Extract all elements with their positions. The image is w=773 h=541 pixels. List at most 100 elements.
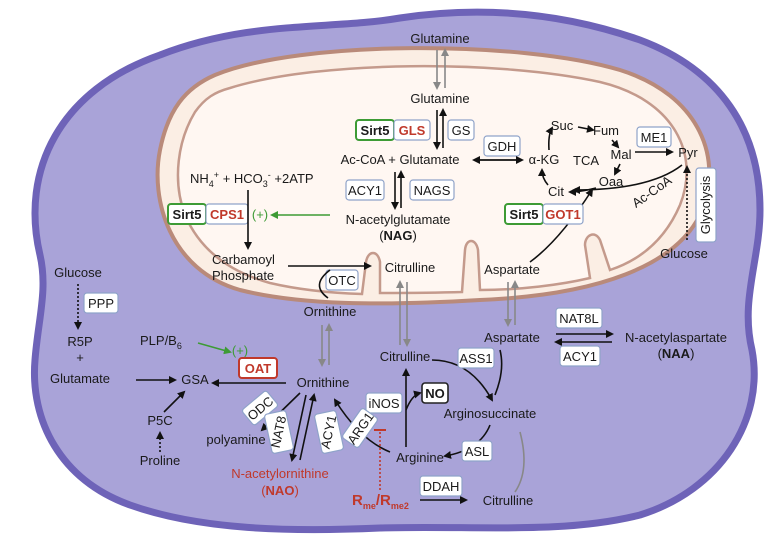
arginine-label: Arginine <box>396 450 444 465</box>
nao-abbr-label: (NAO) <box>261 483 299 498</box>
acy1-orn-label: ACY1 <box>318 414 340 450</box>
oat-label: OAT <box>245 361 272 376</box>
asl-label: ASL <box>465 444 490 459</box>
gs-box <box>447 119 475 141</box>
naa-name-label: N-acetylaspartate <box>625 330 727 345</box>
glutamine-cytosol-label: Glutamine <box>410 31 469 46</box>
gdh-label: GDH <box>488 139 517 154</box>
nao-name-label: N-acetylornithine <box>231 466 329 481</box>
ass1-box <box>457 347 495 369</box>
nat8l-box <box>555 307 603 329</box>
acy1-orn-arrow <box>299 393 317 461</box>
tca-label: TCA <box>573 153 599 168</box>
otc-label: OTC <box>328 273 355 288</box>
acy1-naa-label: ACY1 <box>563 349 597 364</box>
akg-label: α-KG <box>529 152 560 167</box>
ornithine-mito-label: Ornithine <box>304 304 357 319</box>
me1-box <box>636 126 672 148</box>
aspartate-ass1-curve <box>494 349 503 396</box>
tca-cit-akg-arrow <box>538 168 549 186</box>
acy1-orn-box <box>314 410 344 454</box>
citrulline-argsucc-curve <box>514 431 525 493</box>
acy1-naa-box <box>559 345 601 367</box>
ass1-label: ASS1 <box>459 351 492 366</box>
ass1-arrow <box>431 359 493 402</box>
citrulline-mito-label: Citrulline <box>385 260 436 275</box>
nag-name-label: N-acetylglutamate <box>346 212 451 227</box>
oaa-label: Oaa <box>599 174 624 189</box>
nat8-arrow <box>289 394 307 462</box>
rme-label: Rme/Rme2 <box>352 492 409 511</box>
aspartate-cytosol-label: Aspartate <box>484 330 540 345</box>
no-label: NO <box>425 386 445 401</box>
nag-activation-sign: (+) <box>252 207 268 222</box>
nat8-label: NAT8 <box>268 415 289 450</box>
glucose-right-label: Glucose <box>660 246 708 261</box>
me1-label: ME1 <box>641 130 668 145</box>
nh4-hco3-atp-label: NH4+ + HCO3- +2ATP <box>190 170 314 189</box>
inos-label: iNOS <box>368 396 399 411</box>
tca-oaa-cit-arrow <box>568 187 597 196</box>
suc-label: Suc <box>551 118 574 133</box>
asl-box <box>461 440 493 462</box>
ppp-box <box>83 292 119 314</box>
nat8-box <box>264 410 294 454</box>
acy1-mito-box <box>345 179 385 201</box>
no-arrow <box>405 390 422 411</box>
plus-label: + <box>76 350 84 365</box>
otc-box <box>325 269 359 291</box>
ppp-label: PPP <box>88 296 114 311</box>
oat-box <box>238 357 278 379</box>
gsa-label: GSA <box>181 372 209 387</box>
aspartate-mito-label: Aspartate <box>484 262 540 277</box>
ddah-label: DDAH <box>423 479 460 494</box>
got1-label: GOT1 <box>545 207 580 222</box>
acy1-mito-label: ACY1 <box>348 183 382 198</box>
citrulline-low-label: Citrulline <box>483 493 534 508</box>
nat8l-label: NAT8L <box>559 311 599 326</box>
glutamate-label: Glutamate <box>50 371 110 386</box>
gdh-box <box>483 135 521 157</box>
arg1-box <box>342 408 378 448</box>
no-box <box>421 382 449 404</box>
glutamine-mito-label: Glutamine <box>410 91 469 106</box>
tca-fum-mal-arrow <box>611 139 620 149</box>
ddah-box <box>419 475 463 497</box>
plp-activation-arrow <box>197 342 232 355</box>
nags-box <box>409 179 455 201</box>
proline-label: Proline <box>140 453 180 468</box>
p5c-gsa-arrow <box>163 390 186 413</box>
plp-label: PLP/B6 <box>140 333 182 351</box>
tca-mal-oaa-arrow <box>614 163 622 176</box>
tca-suc-fum-arrow <box>577 124 595 133</box>
r5p-label: R5P <box>67 334 92 349</box>
gls-box <box>393 119 431 141</box>
gls-label: GLS <box>399 123 426 138</box>
aspartate-oaa-arrow <box>529 188 594 263</box>
otc-ornithine-curve <box>318 269 331 299</box>
fum-label: Fum <box>593 123 619 138</box>
sirt5-got1-label: Sirt5 <box>510 207 539 222</box>
cit-label: Cit <box>548 184 564 199</box>
naa-abbr-label: (NAA) <box>658 346 695 361</box>
gs-label: GS <box>452 123 471 138</box>
got1-box <box>542 203 584 225</box>
sirt5-gls-label: Sirt5 <box>361 123 390 138</box>
nag-abbr-label: (NAG) <box>379 228 417 243</box>
mal-label: Mal <box>611 147 632 162</box>
p5c-label: P5C <box>147 413 172 428</box>
carbamoyl-label-1: Carbamoyl <box>212 252 275 267</box>
cps1-label: CPS1 <box>210 207 244 222</box>
tca-akg-suc-arrow <box>545 126 553 151</box>
carbamoyl-label-2: Phosphate <box>212 268 274 283</box>
pyr-label: Pyr <box>678 145 698 160</box>
citrulline-cytosol-label: Citrulline <box>380 349 431 364</box>
ornithine-cytosol-label: Ornithine <box>297 375 350 390</box>
argsucc-label: Arginosuccinate <box>444 406 537 421</box>
sirt5-cps1-label: Sirt5 <box>173 207 202 222</box>
glucose-left-label: Glucose <box>54 265 102 280</box>
inos-box <box>365 392 403 414</box>
glycolysis-label: Glycolysis <box>698 175 713 234</box>
plp-activation-sign: (+) <box>232 343 248 358</box>
